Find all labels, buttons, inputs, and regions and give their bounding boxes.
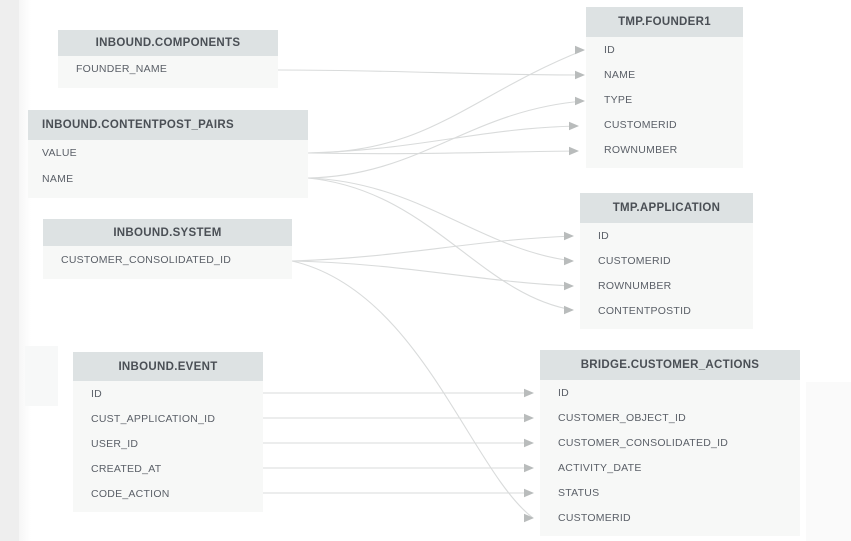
field-tmp_founder1-rownumber[interactable]: ROWNUMBER (604, 143, 678, 156)
connector-9 (291, 260, 534, 519)
arrow-head-12 (524, 463, 534, 473)
table-header-inbound_event[interactable]: INBOUND.EVENT (73, 352, 263, 381)
field-inbound_system-customer_consolidated_id[interactable]: CUSTOMER_CONSOLIDATED_ID (61, 253, 232, 266)
connector-8 (291, 260, 574, 287)
arrow-head-7 (564, 281, 574, 291)
table-header-bridge_customer_actions[interactable]: BRIDGE.CUSTOMER_ACTIONS (540, 350, 800, 380)
field-bridge_customer_actions-activity_date[interactable]: ACTIVITY_DATE (558, 461, 642, 474)
field-bridge_customer_actions-status[interactable]: STATUS (558, 486, 600, 499)
field-tmp_founder1-type[interactable]: TYPE (604, 93, 633, 106)
field-bridge_customer_actions-customerid[interactable]: CUSTOMERID (558, 511, 631, 524)
connector-7 (291, 235, 574, 262)
arrow-head-5 (564, 231, 574, 241)
connector-3 (307, 150, 579, 155)
arrow-head-8 (564, 305, 574, 315)
left-edge-band (0, 0, 19, 541)
field-inbound_event-user_id[interactable]: USER_ID (91, 437, 139, 450)
arrow-head-10 (524, 413, 534, 423)
table-tmp_application[interactable]: TMP.APPLICATION ID CUSTOMERID ROWNUMBER CONT… (580, 193, 753, 329)
connector-4 (307, 100, 585, 179)
field-tmp_application-rownumber[interactable]: ROWNUMBER (598, 279, 672, 292)
field-inbound_contentpost_pairs-value[interactable]: VALUE (42, 147, 77, 159)
field-tmp_application-contentpostid[interactable]: CONTENTPOSTID (598, 304, 692, 317)
arrow-head-14 (524, 513, 534, 523)
field-tmp_founder1-id[interactable]: ID (604, 43, 615, 56)
field-tmp_application-customerid[interactable]: CUSTOMERID (598, 254, 671, 267)
table-header-tmp_founder1[interactable]: TMP.FOUNDER1 (586, 7, 743, 37)
field-bridge_customer_actions-id[interactable]: ID (558, 386, 569, 399)
arrow-head-11 (524, 438, 534, 448)
arrow-head-9 (524, 388, 534, 398)
table-header-inbound_components[interactable]: INBOUND.COMPONENTS (58, 30, 278, 56)
connector-6 (307, 177, 574, 311)
table-header-tmp_application[interactable]: TMP.APPLICATION (580, 193, 753, 223)
field-inbound_event-cust_application_id[interactable]: CUST_APPLICATION_ID (91, 412, 216, 425)
background-ghost-strip (806, 382, 851, 541)
field-inbound_components-founder_name[interactable]: FOUNDER_NAME (76, 63, 168, 75)
field-tmp_application-id[interactable]: ID (598, 229, 609, 242)
table-bridge_customer_actions[interactable]: BRIDGE.CUSTOMER_ACTIONS ID CUSTOMER_OBJECT… (540, 350, 800, 536)
arrow-head-1 (575, 70, 585, 80)
field-inbound_event-id[interactable]: ID (91, 387, 102, 400)
field-bridge_customer_actions-customer_object_id[interactable]: CUSTOMER_OBJECT_ID (558, 411, 686, 424)
connector-0 (277, 69, 585, 76)
arrow-head-4 (569, 146, 579, 156)
arrow-head-3 (569, 121, 579, 131)
table-inbound_event[interactable]: INBOUND.EVENT ID CUST_APPLICATION_ID USER_I… (73, 352, 263, 512)
field-inbound_event-created_at[interactable]: CREATED_AT (91, 462, 162, 475)
connector-1 (307, 49, 585, 154)
field-inbound_event-code_action[interactable]: CODE_ACTION (91, 487, 170, 500)
arrow-head-0 (575, 45, 585, 55)
table-header-inbound_contentpost_pairs[interactable]: INBOUND.CONTENTPOST_PAIRS (28, 110, 308, 140)
arrow-head-6 (564, 256, 574, 266)
arrow-head-13 (524, 488, 534, 498)
field-bridge_customer_actions-customer_consolidated_id[interactable]: CUSTOMER_CONSOLIDATED_ID (558, 436, 729, 449)
connector-2 (307, 125, 579, 154)
field-tmp_founder1-name[interactable]: NAME (604, 68, 636, 81)
arrow-head-2 (575, 96, 585, 106)
table-inbound_components[interactable]: INBOUND.COMPONENTS FOUNDER_NAME (58, 30, 278, 88)
table-header-inbound_system[interactable]: INBOUND.SYSTEM (43, 219, 292, 246)
table-inbound_system[interactable]: INBOUND.SYSTEM CUSTOMER_CONSOLIDATED_ID (43, 219, 292, 279)
table-inbound_contentpost_pairs[interactable]: INBOUND.CONTENTPOST_PAIRS VALUE NAME (28, 110, 308, 198)
left-edge-gradient (19, 0, 31, 541)
field-inbound_contentpost_pairs-name[interactable]: NAME (42, 173, 74, 185)
field-tmp_founder1-customerid[interactable]: CUSTOMERID (604, 118, 677, 131)
connector-5 (307, 177, 574, 262)
background-ghost-block (25, 346, 58, 406)
